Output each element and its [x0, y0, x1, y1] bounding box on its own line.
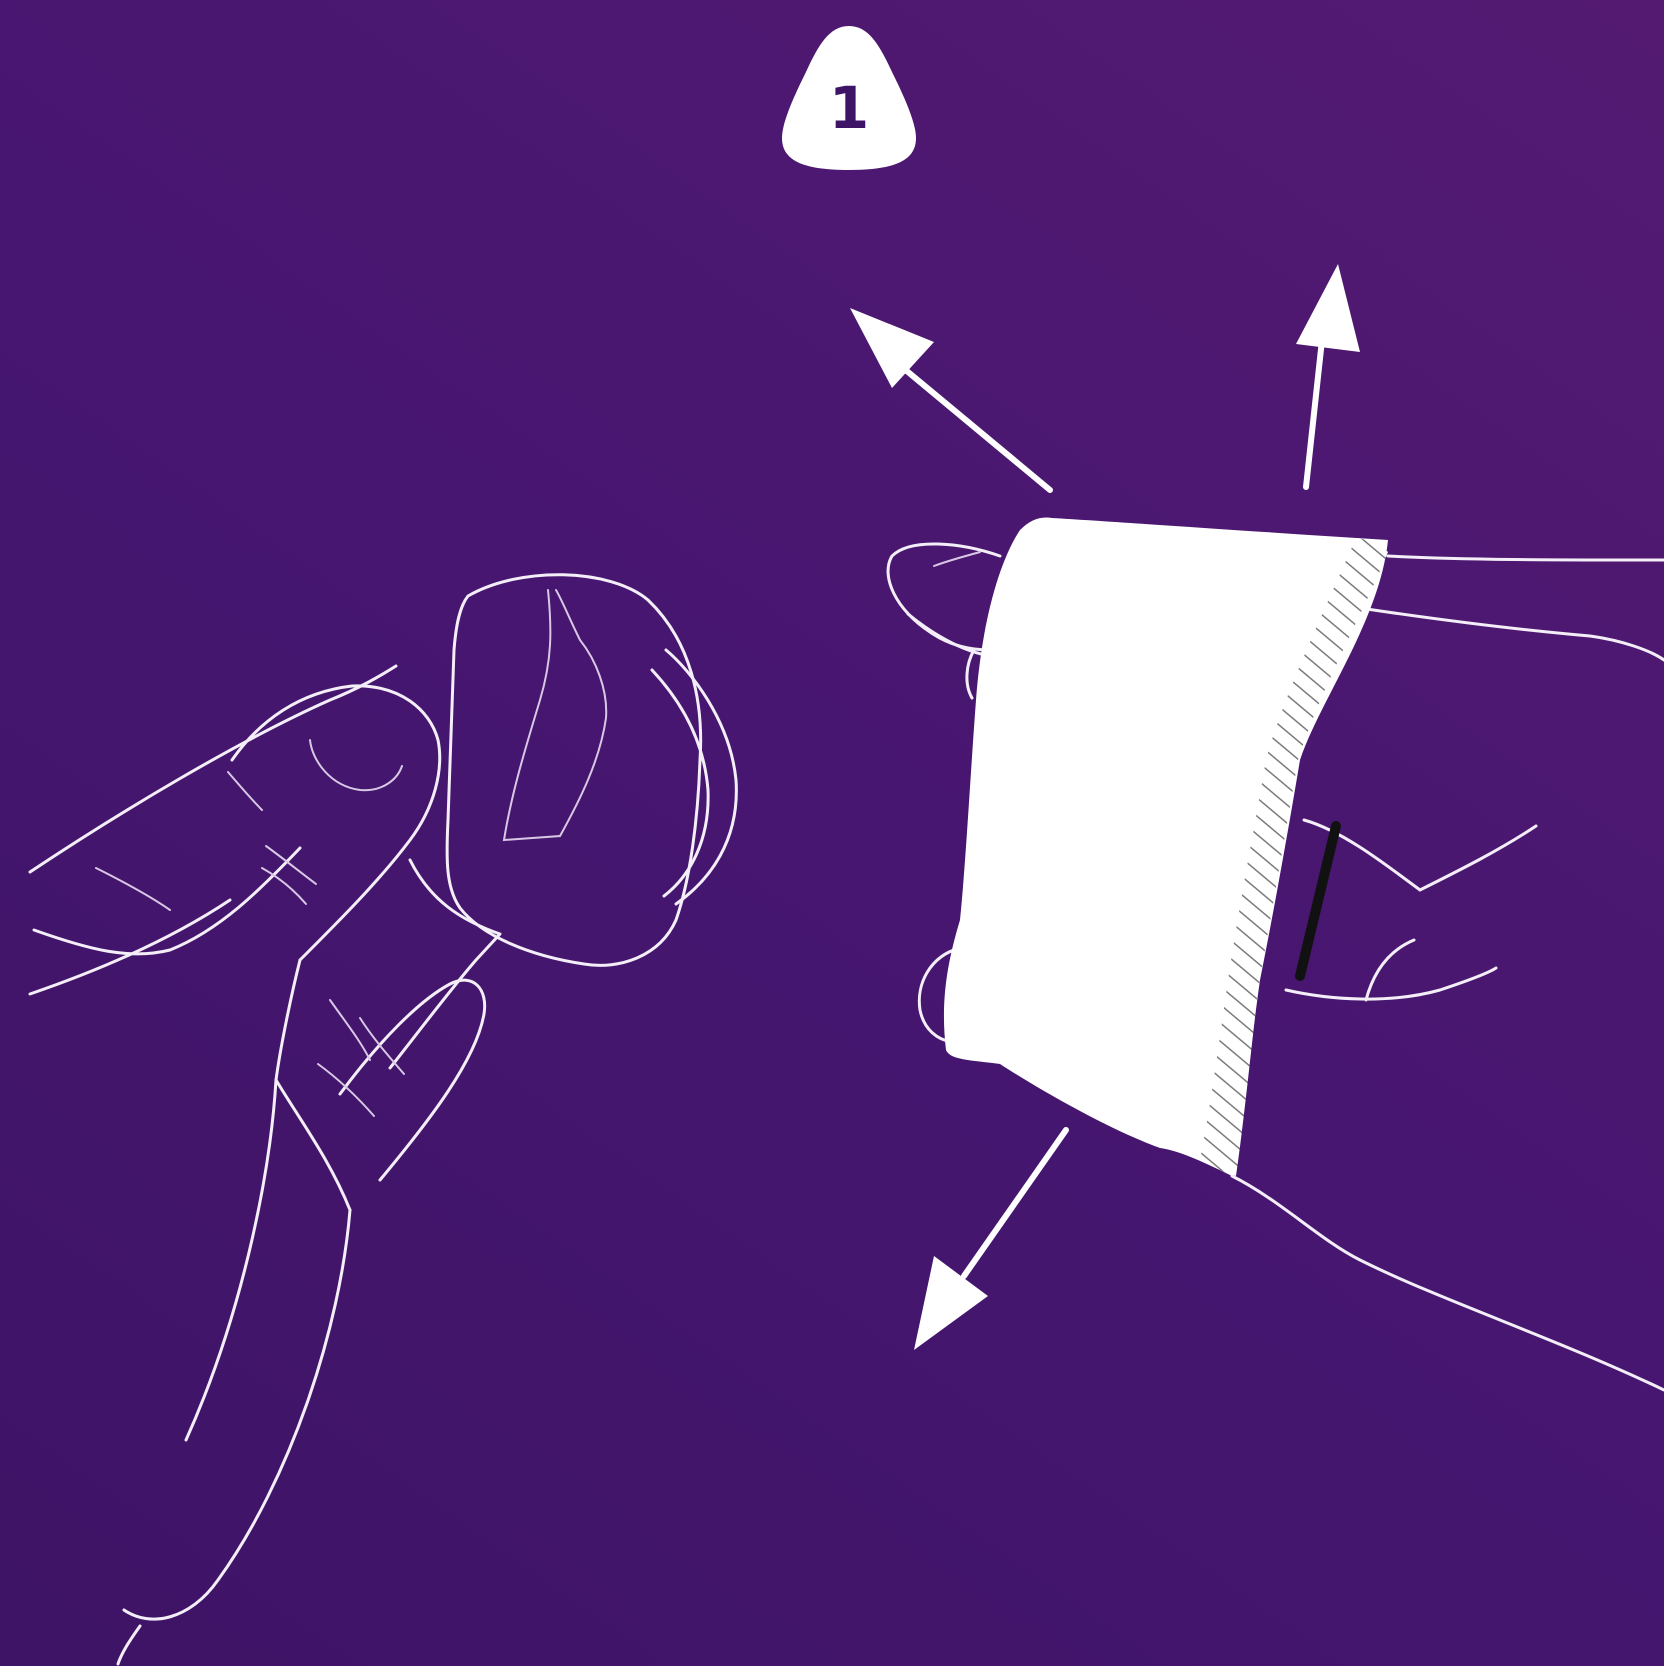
step-badge-icon: [782, 26, 916, 170]
right-hand: [886, 517, 1664, 1392]
cleaning-wipe: [943, 517, 1388, 1176]
left-hand: [28, 573, 738, 1666]
step-number: 1: [829, 74, 869, 142]
wipe-fold: [1200, 538, 1388, 1176]
arrow-down-left-icon: [914, 1127, 1069, 1350]
arrow-up-left-icon: [850, 308, 1053, 493]
step-badge: 1: [782, 26, 916, 170]
arrow-up-icon: [1296, 264, 1360, 490]
